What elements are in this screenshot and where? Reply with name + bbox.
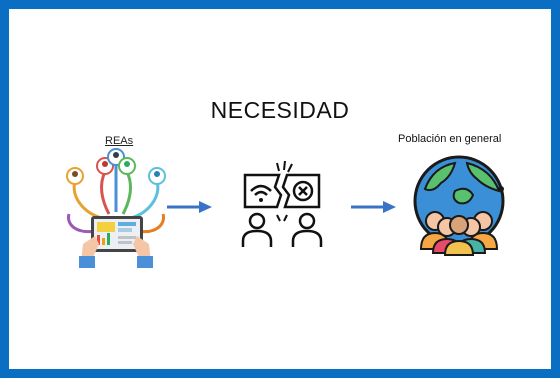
slide-canvas: NECESIDAD REAs Población en general bbox=[9, 9, 551, 369]
rea-label: REAs bbox=[105, 135, 134, 147]
arrow-right-icon bbox=[167, 201, 212, 213]
oer-tablet-sharing-icon bbox=[66, 148, 166, 268]
arrow-right-icon bbox=[351, 201, 396, 213]
global-population-icon bbox=[413, 155, 505, 256]
population-label: Población en general bbox=[398, 133, 502, 145]
broken-connection-people-icon bbox=[241, 161, 323, 247]
slide-title: NECESIDAD bbox=[210, 97, 350, 123]
